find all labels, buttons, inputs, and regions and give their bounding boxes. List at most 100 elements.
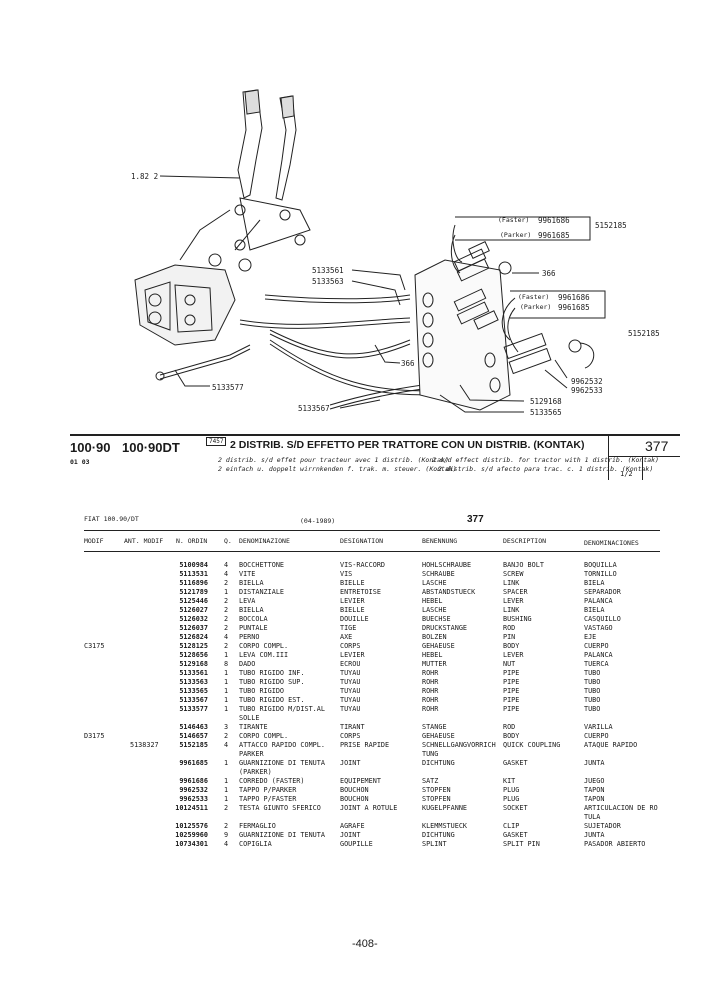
label-faster-top: (Faster) [498, 216, 530, 224]
cell-fr: CORPS [340, 732, 361, 740]
cell-q: 1 [224, 588, 229, 596]
cell-part: 5133567 [179, 696, 208, 704]
cell-fr: TUYAU [340, 669, 361, 677]
cell-fr: BIELLE [340, 606, 365, 614]
cell-fr: JOINT [340, 759, 361, 767]
cell-part: 5133577 [179, 705, 208, 713]
cell-it: CORREDO (FASTER) [239, 777, 305, 785]
cell-it: COPIGLIA [239, 840, 272, 848]
col-ant-modif: ANT. MODIF [124, 537, 164, 545]
exploded-drawing [134, 89, 606, 413]
list-model: FIAT 100.90/DT [84, 515, 139, 523]
cell-it: VITE [239, 570, 256, 578]
cell-es: VARILLA [584, 723, 613, 731]
cell-de: ROHR [422, 705, 439, 713]
cell-de: HEBEL [422, 651, 443, 659]
cell-modif: D3175 [84, 732, 105, 740]
cell-it: TUBO RIGIDO EST. [239, 696, 305, 704]
cell-it: BOCCHETTONE [239, 561, 285, 569]
cell-en: LEVER [503, 597, 524, 605]
cell-part: 5126037 [179, 624, 208, 632]
cell-part: 5146657 [179, 732, 208, 740]
cell-modif: C3175 [84, 642, 105, 650]
cell-fr: TUYAU [340, 696, 361, 704]
cell-q: 2 [224, 606, 229, 614]
cell-it: BIELLA [239, 606, 264, 614]
cell-de: STOPFEN [422, 795, 451, 803]
cell-de: SCHNELLGANGVORRICH [422, 741, 496, 749]
cell-q: 1 [224, 777, 229, 785]
cell-q: 9 [224, 831, 229, 839]
cell-fr: TUYAU [340, 705, 361, 713]
table-number: 377 [645, 438, 669, 454]
cell-es: BIELA [584, 579, 605, 587]
cell-it: TESTA GIUNTO SFERICO [239, 804, 321, 812]
cell-q: 4 [224, 840, 229, 848]
cell-es: TUBO [584, 678, 601, 686]
cell-it: TIRANTE [239, 723, 268, 731]
cell-q: 1 [224, 696, 229, 704]
col-modif: MODIF [84, 537, 104, 545]
cell-q: 4 [224, 570, 229, 578]
cell-it: PUNTALE [239, 624, 268, 632]
label-5133561: 5133561 [312, 266, 344, 275]
cell-it: TUBO RIGIDO [239, 687, 285, 695]
cell-es: PASADOR ABIERTO [584, 840, 646, 848]
lever-grip-right [280, 95, 295, 119]
table-title: 2 DISTRIB. S/D EFFETTO PER TRATTORE CON … [230, 439, 585, 451]
label-faster-mid: (Faster) [518, 293, 550, 301]
cell-en: BODY [503, 642, 520, 650]
cell-part: 5128656 [179, 651, 208, 659]
cell-q: 3 [224, 723, 229, 731]
quick-coupler-top [453, 241, 512, 282]
cell-q: 2 [224, 804, 229, 812]
subtitle-es: 2 distrib. s/d afecto para trac. c. 1 di… [438, 465, 654, 473]
cell-q: 2 [224, 624, 229, 632]
cell-de: DICHTUNG [422, 759, 455, 767]
cell-en: BUSHING [503, 615, 532, 623]
cell-part: 10125576 [175, 822, 208, 830]
cell-de: ROHR [422, 687, 439, 695]
cell-en: PIPE [503, 669, 520, 677]
cell-part: 5152185 [179, 741, 208, 749]
label-parker-mid: (Parker) [520, 303, 552, 311]
cell-it: CORPO COMPL. [239, 732, 289, 740]
cell-es: TUBO [584, 669, 601, 677]
cell-fr: ENTRETOISE [340, 588, 381, 596]
cell-part: 5128125 [179, 642, 208, 650]
label-1822: 1.82 2 [131, 172, 159, 181]
cell-fr: CORPS [340, 642, 361, 650]
cell-de: ROHR [422, 678, 439, 686]
label-5133565: 5133565 [530, 408, 562, 417]
cell-de: LASCHE [422, 606, 447, 614]
cell-en: GASKET [503, 831, 528, 839]
cell-de: STANGE [422, 723, 447, 731]
cell-q: 2 [224, 615, 229, 623]
cell-es: VASTAGO [584, 624, 613, 632]
col-n-ordin: N. ORDIN [176, 537, 208, 545]
col-benennung: BENENNUNG [422, 537, 458, 545]
cell-fr: PRISE RAPIDE [340, 741, 390, 749]
cell-de: GEHAEUSE [422, 732, 455, 740]
label-366-lower: 366 [401, 359, 415, 368]
cell-q: 1 [224, 786, 229, 794]
cell-en: NUT [503, 660, 516, 668]
bracket-plate [414, 259, 511, 411]
cell-es: BIELA [584, 606, 605, 614]
cell-es: CUERPO [584, 732, 609, 740]
cell-en: PIN [503, 633, 516, 641]
label-5129168: 5129168 [530, 397, 562, 406]
cell-part: 5113531 [179, 570, 208, 578]
cell-part: 9961686 [179, 777, 208, 785]
label-9962532: 9962532 [571, 377, 603, 386]
cell-es: TUERCA [584, 660, 609, 668]
cell-en: SCREW [503, 570, 524, 578]
cell-en: PLUG [503, 795, 520, 803]
col-designation: DESIGNATION [340, 537, 384, 545]
cell-fr: ECROU [340, 660, 361, 668]
cell-es: CUERPO [584, 642, 609, 650]
list-header-rule [84, 551, 660, 552]
cell-fr: BOUCHON [340, 786, 369, 794]
cell-fr: VIS [340, 570, 353, 578]
cell-de: HOHLSCHRAUBE [422, 561, 472, 569]
